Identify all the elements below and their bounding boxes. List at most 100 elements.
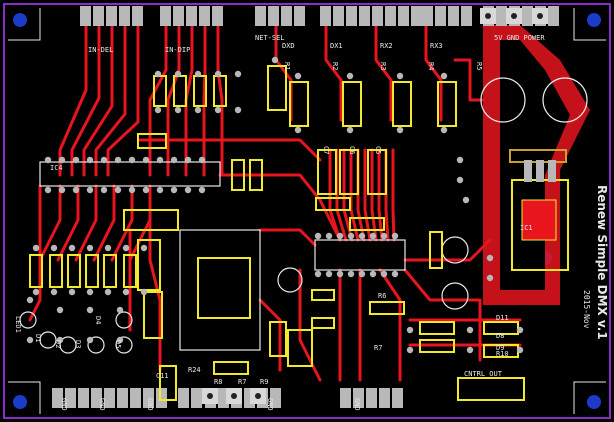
bottom-header-pad [392, 388, 403, 408]
trace [453, 58, 485, 102]
top-header-pad [132, 6, 143, 26]
pad [128, 186, 136, 194]
trace [184, 24, 194, 177]
pad [184, 156, 192, 164]
trace [324, 24, 343, 122]
ic1-pin [524, 160, 532, 182]
pad [56, 336, 64, 344]
pad [116, 336, 124, 344]
ic4-outline [39, 161, 221, 187]
bottom-header-pad [91, 388, 102, 408]
pad [314, 232, 322, 240]
label-gnd: GND [353, 398, 361, 411]
led-outline [87, 336, 105, 354]
bottom-header-pad [143, 388, 154, 408]
label-bottom-misc: R7 [238, 378, 246, 386]
label-bottom-misc: R8 [214, 378, 222, 386]
trace [216, 24, 224, 177]
trace [92, 184, 116, 262]
top-header-pad [372, 6, 383, 26]
label-gnd: GND [98, 398, 106, 411]
top-header-pad [186, 6, 197, 26]
resistor [289, 81, 309, 127]
resistor [437, 81, 457, 127]
bottom-header-pad [366, 388, 377, 408]
pad [369, 232, 377, 240]
pad [440, 126, 448, 134]
terminal-hole [485, 13, 491, 19]
resistor-small [85, 254, 99, 288]
pad [100, 156, 108, 164]
capacitor [429, 231, 443, 269]
led-outline [39, 331, 57, 349]
corner-marks [8, 8, 606, 414]
top-header-pad [385, 6, 396, 26]
label-led: D3 [74, 340, 82, 348]
trace [74, 184, 98, 262]
pad [154, 106, 162, 114]
pad [396, 126, 404, 134]
capacitor [159, 365, 177, 401]
trace [374, 24, 393, 122]
trace [56, 184, 80, 262]
pad [406, 326, 414, 334]
bottom-header-pad [178, 388, 189, 408]
resistor [339, 149, 359, 195]
pad [86, 244, 94, 252]
trace [258, 228, 317, 247]
label-dxd: DXD [282, 42, 295, 50]
top-header-pad [346, 6, 357, 26]
pad [104, 244, 112, 252]
ic-mid-outline [314, 239, 406, 271]
top-header-pad [320, 6, 331, 26]
bottom-header-pad [270, 388, 281, 408]
pad [44, 186, 52, 194]
pad [86, 288, 94, 296]
pad [214, 70, 222, 78]
resistor-small [49, 254, 63, 288]
bottom-header-pad [218, 388, 229, 408]
pad [358, 270, 366, 278]
relay-outline [179, 229, 261, 351]
pad [114, 156, 122, 164]
bottom-header-pad [65, 388, 76, 408]
bottom-header-pad [78, 388, 89, 408]
ic1-pin [536, 160, 544, 182]
label-bottom-misc: R24 [188, 366, 201, 374]
label-led: D1 [34, 334, 42, 342]
top-header-pad [448, 6, 459, 26]
top-header-pad [173, 6, 184, 26]
resistor [231, 159, 245, 191]
power-pour-gap [500, 40, 570, 290]
pad [325, 270, 333, 278]
pad [100, 186, 108, 194]
label-ic1: IC1 [520, 224, 533, 232]
top-header-pad [93, 6, 104, 26]
pad [44, 156, 52, 164]
pad [346, 126, 354, 134]
trace [38, 184, 62, 262]
pad [32, 288, 40, 296]
resistor-horizontal [419, 321, 455, 335]
bottom-header-pad [244, 388, 255, 408]
top-header-pad [333, 6, 344, 26]
smd [311, 317, 335, 329]
label-diode: D9 [496, 344, 504, 352]
label-led: D2 [54, 340, 62, 348]
pad [516, 326, 524, 334]
label-resistor-mid: C7 [322, 146, 330, 154]
pad [466, 346, 474, 354]
capacitor [143, 291, 163, 339]
label-power: 5V GND POWER [494, 34, 545, 42]
terminal-hole [537, 13, 543, 19]
pad [198, 186, 206, 194]
bottom-header-pad [340, 388, 351, 408]
label-rx3: RX3 [430, 42, 443, 50]
label-diode: R10 [496, 350, 509, 358]
capacitor [123, 209, 179, 231]
pad [86, 336, 94, 344]
traces [28, 24, 522, 382]
top-header-pad [281, 6, 292, 26]
cntrl-out-box [457, 377, 525, 401]
